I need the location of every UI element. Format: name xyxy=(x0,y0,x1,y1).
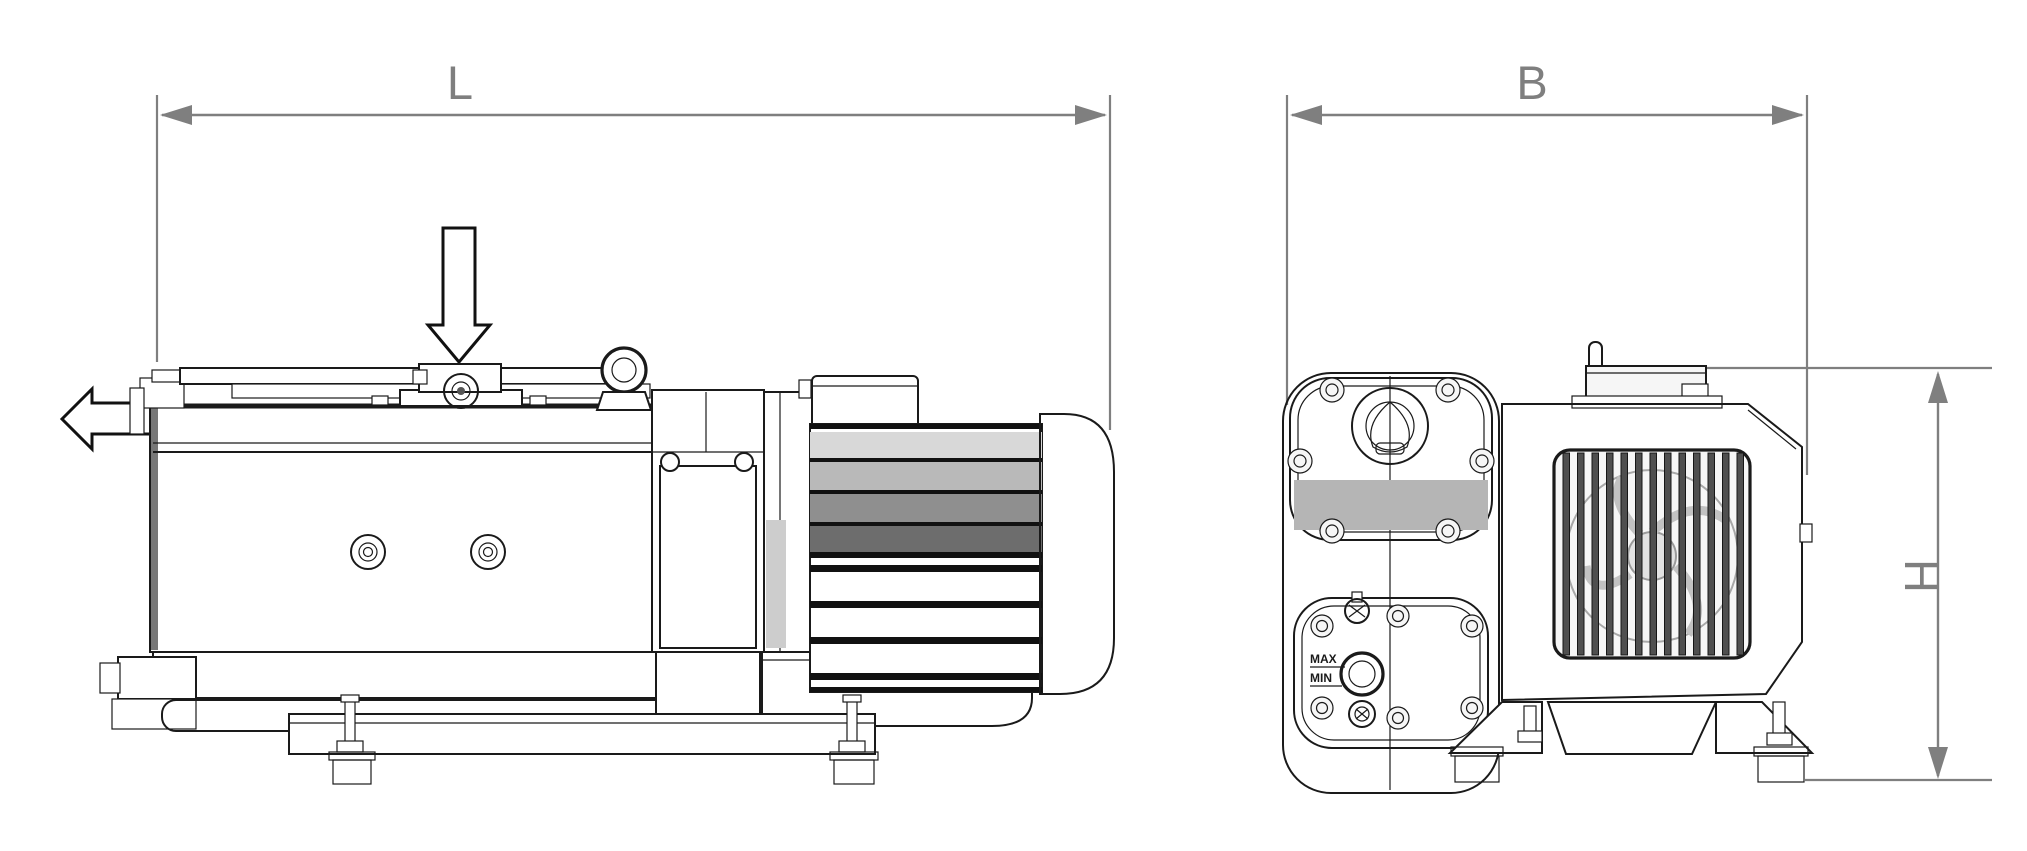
base-plate xyxy=(288,713,876,755)
exhaust-lower-fitting xyxy=(117,656,197,700)
dim-arrowhead-down-icon xyxy=(1928,747,1948,779)
body-left-shade xyxy=(151,408,158,650)
grille-bolt xyxy=(660,452,680,472)
oil-sight-glass xyxy=(1339,651,1385,697)
exhaust-lower-cap xyxy=(111,698,197,730)
grille-bolt xyxy=(734,452,754,472)
oil-level-min-label: MIN xyxy=(1310,671,1332,685)
end-inlet-port xyxy=(1571,341,1723,409)
oil-drain-plug xyxy=(1348,700,1376,728)
rubber-foot xyxy=(833,759,875,785)
leveling-foot-right xyxy=(1753,746,1809,783)
leveling-foot-left xyxy=(328,694,376,785)
coupling-lower-box xyxy=(655,651,761,715)
grille-bars xyxy=(1562,452,1744,656)
top-cover-assembly xyxy=(129,346,653,435)
inlet-port xyxy=(399,363,523,409)
exhaust-lower-stub xyxy=(99,662,121,694)
dim-arrowhead-right-icon xyxy=(1772,105,1804,125)
dim-arrowhead-left-icon xyxy=(1290,105,1322,125)
motor-end-cap xyxy=(1039,413,1115,695)
motor xyxy=(798,375,1115,695)
rubber-foot xyxy=(1757,755,1805,783)
base-pan xyxy=(1546,701,1718,755)
body-bolt-right xyxy=(470,534,506,570)
exhaust-port-stub xyxy=(129,387,145,435)
dimension-length: L xyxy=(155,56,1112,430)
cooling-grille-mesh xyxy=(659,465,757,649)
oil-level-max-label: MAX xyxy=(1310,652,1337,666)
oil-separator-cover xyxy=(1287,377,1495,544)
end-view-base xyxy=(1447,701,1815,783)
fan-grille xyxy=(1552,448,1752,660)
top-plate xyxy=(179,367,627,385)
rubber-foot xyxy=(332,759,372,785)
eyebolt-icon xyxy=(595,346,653,411)
dimension-height: H xyxy=(1697,366,1992,782)
body-bolt-left xyxy=(350,534,386,570)
dim-label-L: L xyxy=(447,56,473,109)
oil-box-silhouette xyxy=(1282,372,1500,794)
right-leg xyxy=(1715,701,1815,754)
side-view: L xyxy=(59,56,1115,785)
dim-label-H: H xyxy=(1895,559,1948,593)
inlet-plug xyxy=(443,373,479,409)
end-view: B H xyxy=(1282,56,1992,794)
rubber-foot xyxy=(1454,755,1500,783)
dim-arrowhead-left-icon xyxy=(160,105,192,125)
gas-ballast-valve xyxy=(1344,591,1370,624)
leveling-foot-left xyxy=(1450,746,1504,783)
cover-bolts xyxy=(1287,377,1495,544)
coupling-housing xyxy=(651,389,813,653)
dimension-width: B xyxy=(1285,56,1809,475)
oil-tank-cover: MAX MIN xyxy=(1293,591,1489,749)
dim-arrowhead-up-icon xyxy=(1928,371,1948,403)
inlet-flow-down-arrow-icon xyxy=(424,226,494,365)
leveling-foot-right xyxy=(829,694,879,785)
tank-bolts xyxy=(1310,604,1484,730)
pump-body xyxy=(149,403,657,653)
motor-fins xyxy=(809,423,1043,693)
fan-housing xyxy=(1501,403,1813,702)
dim-arrowhead-right-icon xyxy=(1075,105,1107,125)
oil-fill-cap xyxy=(1351,387,1429,465)
dim-label-B: B xyxy=(1516,56,1547,109)
